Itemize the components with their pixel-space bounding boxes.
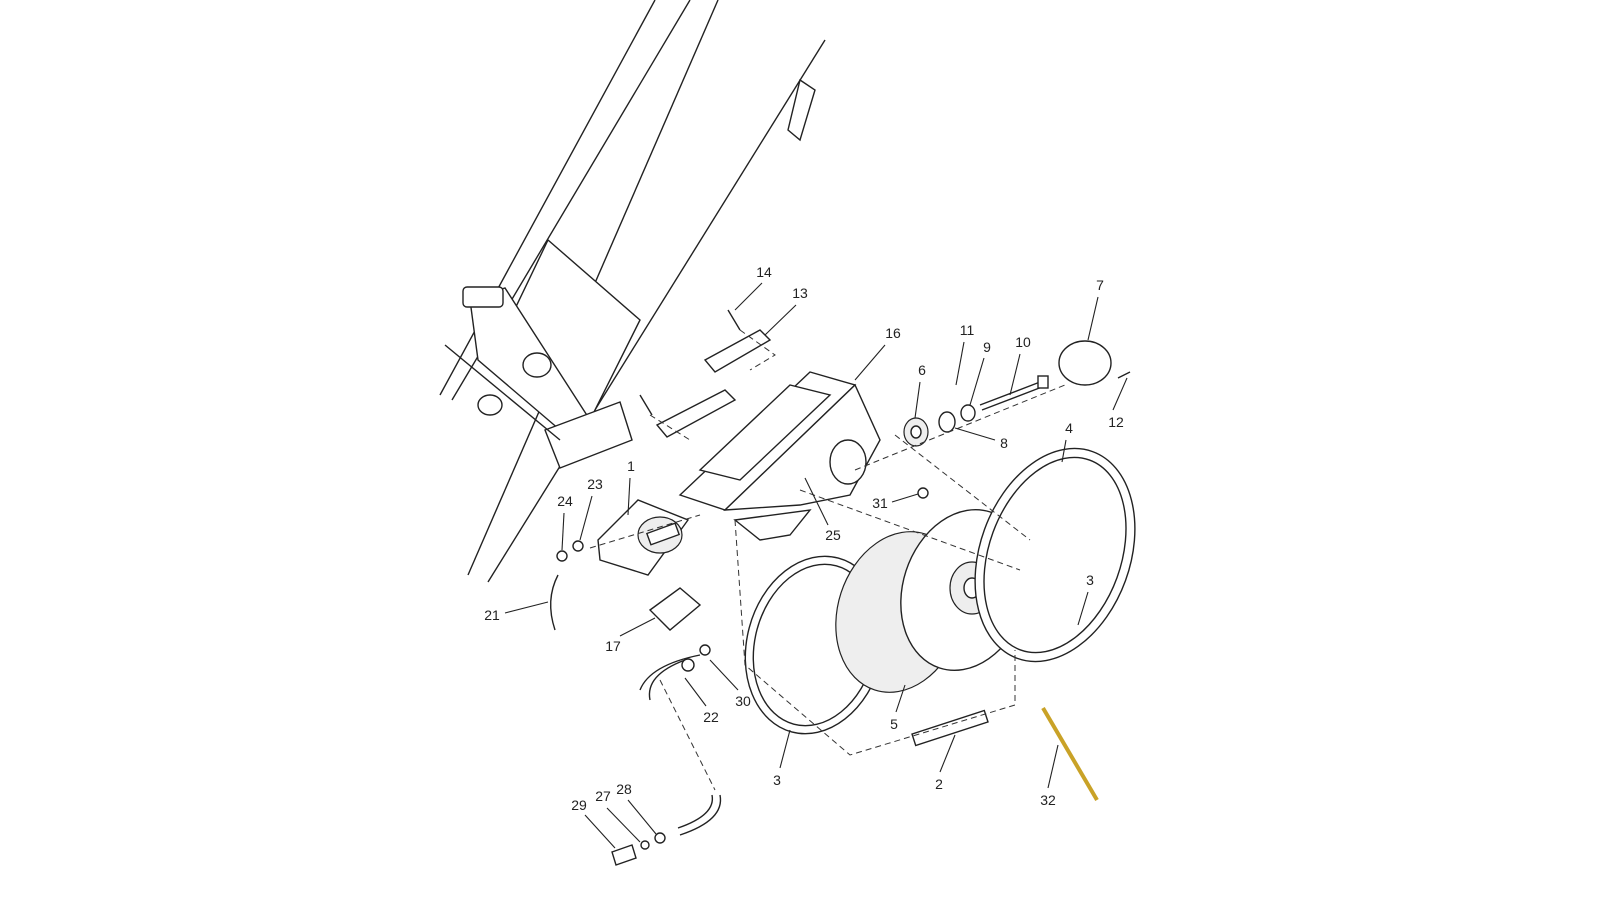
rod-32 (1041, 706, 1099, 802)
label-25: 25 (825, 527, 841, 543)
label-2: 2 (935, 776, 943, 792)
hoses (550, 487, 929, 866)
label-9: 9 (983, 339, 991, 355)
label-10: 10 (1015, 334, 1031, 350)
label-1: 1 (627, 458, 635, 474)
label-12: 12 (1108, 414, 1124, 430)
label-7: 7 (1096, 277, 1104, 293)
leader-lines (504, 282, 1128, 849)
hub-parts (903, 340, 1131, 447)
label-8: 8 (1000, 435, 1008, 451)
label-6: 6 (918, 362, 926, 378)
reel-discs (744, 447, 1136, 747)
label-27: 27 (595, 788, 611, 804)
motor (597, 499, 702, 631)
boom-frame (439, 0, 826, 583)
label-3-right: 3 (1086, 572, 1094, 588)
label-29: 29 (571, 797, 587, 813)
label-22: 22 (703, 709, 719, 725)
clamp-brackets (639, 309, 772, 438)
label-4: 4 (1065, 420, 1073, 436)
label-31: 31 (872, 495, 888, 511)
label-16: 16 (885, 325, 901, 341)
label-24: 24 (557, 493, 573, 509)
label-3-left: 3 (773, 772, 781, 788)
label-5: 5 (890, 716, 898, 732)
label-23: 23 (587, 476, 603, 492)
part-labels: 14 13 16 11 9 10 7 6 12 8 4 1 23 24 31 2… (484, 264, 1124, 813)
label-13: 13 (792, 285, 808, 301)
label-17: 17 (605, 638, 621, 654)
mounting-plate (678, 371, 881, 541)
label-14: 14 (756, 264, 772, 280)
assembly-lines (589, 329, 1066, 791)
label-32: 32 (1040, 792, 1056, 808)
label-21: 21 (484, 607, 500, 623)
label-28: 28 (616, 781, 632, 797)
label-11: 11 (960, 322, 975, 338)
label-30: 30 (735, 693, 751, 709)
